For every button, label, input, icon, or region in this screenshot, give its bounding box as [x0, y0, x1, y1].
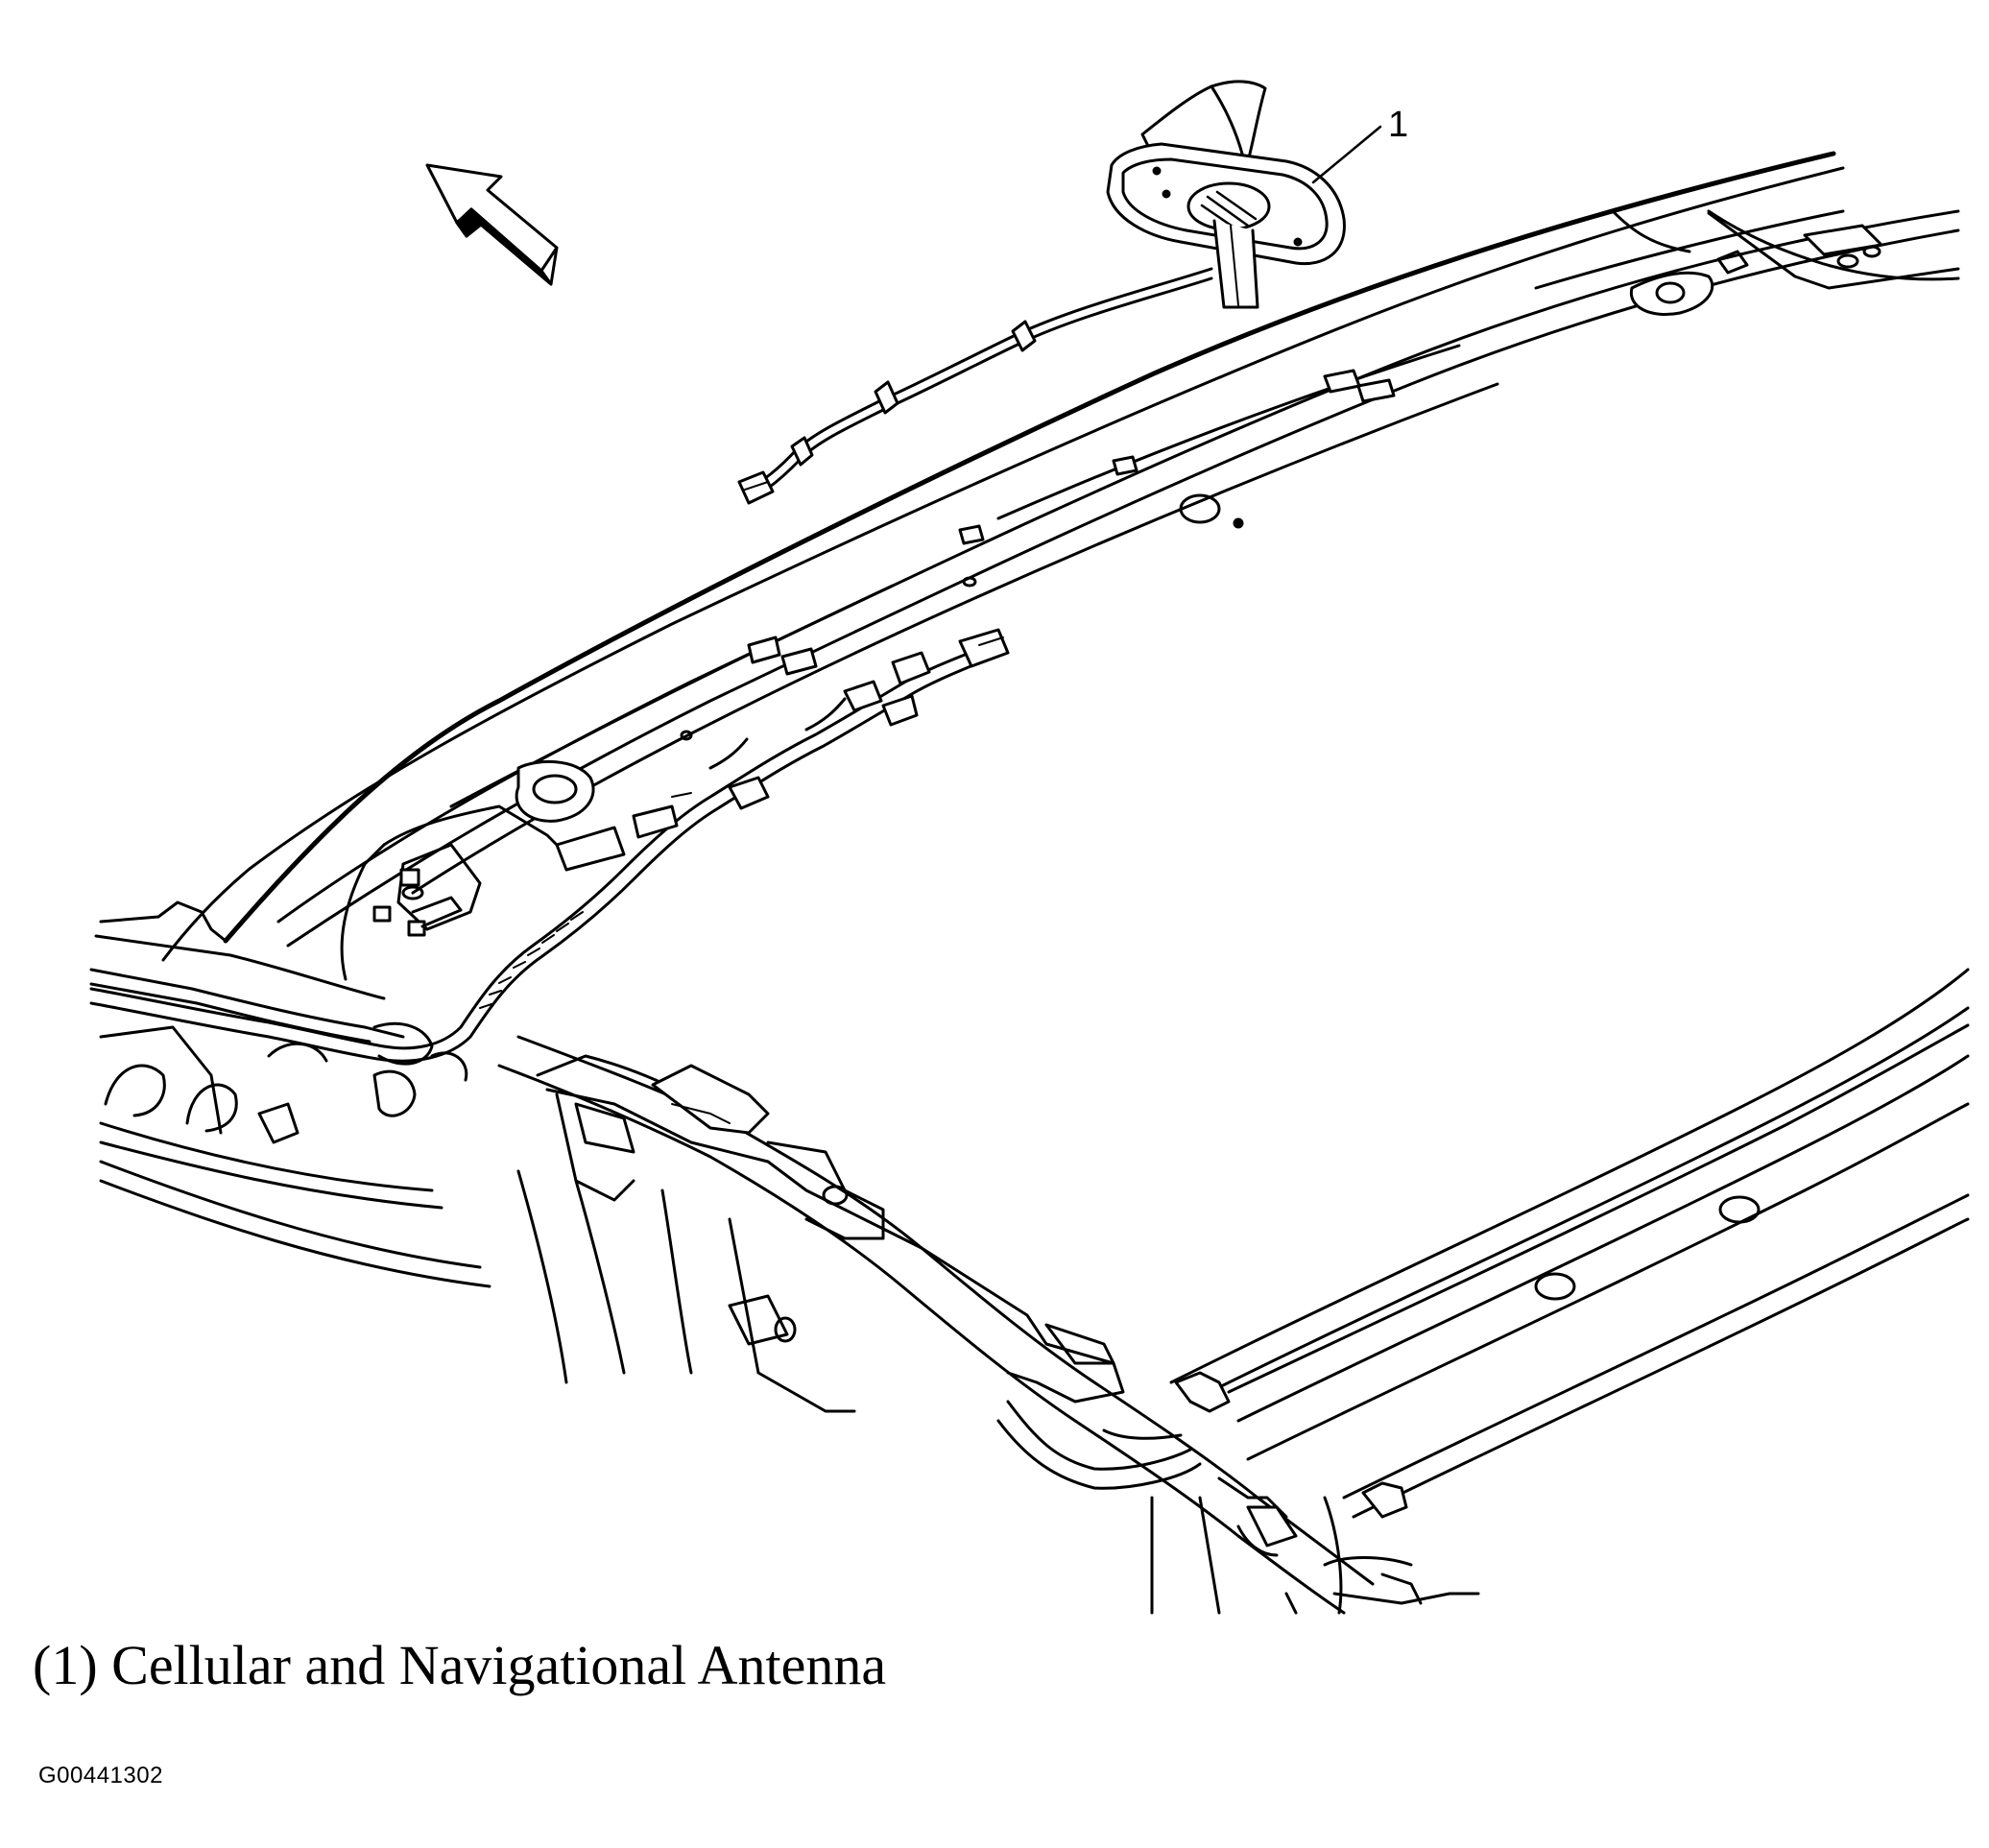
wire-harness	[89, 628, 1010, 1063]
antenna-diagram: 1	[89, 80, 1970, 1615]
diagram-caption: (1) Cellular and Navigational Antenna	[33, 1634, 887, 1696]
callout-number-1: 1	[1388, 105, 1408, 145]
cellular-navigational-antenna	[737, 80, 1346, 505]
roof-front-rail	[161, 151, 1960, 962]
rear-roof-bow	[1169, 968, 1970, 1605]
front-pillar	[89, 759, 595, 1288]
figure-id: G00441302	[38, 1763, 163, 1788]
front-direction-arrow-icon	[425, 163, 559, 286]
roof-side-rail	[497, 1035, 1375, 1615]
